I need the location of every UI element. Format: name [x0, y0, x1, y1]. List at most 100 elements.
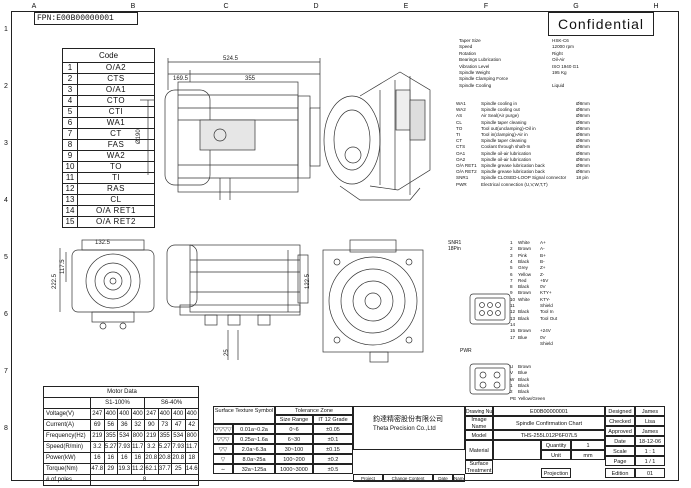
designed: James: [635, 406, 665, 416]
motor-value: 8: [90, 474, 199, 486]
texture-symbol: ∼: [213, 464, 233, 474]
port-code: SNR1: [456, 175, 469, 181]
date: 18-12-06: [635, 436, 665, 446]
zone-col-F: F: [483, 3, 489, 10]
tolerance: ±0.2: [313, 454, 353, 464]
dim-front-half: 117.5: [60, 259, 66, 274]
tolerance: ±0.1: [313, 434, 353, 444]
pwr-pin-color: Black: [518, 376, 530, 382]
port-desc: Tool in(clamping)-Air in: [481, 132, 528, 137]
drawing-number: E00B00000001: [493, 406, 605, 416]
pwr-connector-diagram: [469, 363, 511, 395]
spec-key: Spindle Clamping Force: [459, 76, 509, 82]
scale: 1 : 1: [635, 446, 665, 456]
motor-value: 219: [90, 430, 105, 442]
pwr-pin-number: V: [510, 370, 514, 376]
zone-row-2: 2: [4, 83, 8, 90]
port-code: WA2: [456, 107, 466, 113]
motor-value: 219: [144, 430, 159, 442]
motor-value: 47: [171, 419, 186, 431]
motor-value: 400: [157, 408, 172, 420]
port-code: OA2: [456, 156, 466, 162]
snr-pin-signal: KTY+: [540, 290, 552, 296]
motor-value: 800: [184, 430, 199, 442]
zone-row-1: 1: [4, 26, 8, 33]
surface-treatment-label: Surface Treatment: [465, 460, 493, 474]
port-size: Ø8mm: [576, 125, 590, 131]
snr-pin-color: Black: [518, 315, 530, 321]
unit: mm: [571, 450, 605, 460]
zone-row-8: 8: [4, 425, 8, 432]
motor-value: 5.27: [103, 441, 118, 453]
zone-row-4: 4: [4, 197, 8, 204]
dim-side-height: 122.5: [305, 273, 311, 289]
snr-pin-number: 14: [510, 321, 516, 327]
port-code: AS: [456, 113, 463, 119]
image-name: Spindle Confirmation Chart: [493, 416, 605, 430]
snr-pin-number: 10: [510, 296, 516, 302]
snr-pin-signal: +24V: [540, 328, 551, 334]
texture-ra: 32a~125a: [233, 464, 275, 474]
snr-pin-color: Blue: [518, 334, 528, 340]
motor-value: 247: [90, 408, 105, 420]
snr-pin-signal: A+: [540, 240, 546, 245]
code-value: O/A RET2: [77, 216, 155, 228]
snr-pin-number: 9: [510, 290, 513, 296]
port-code: O/A RET1: [456, 163, 477, 168]
motor-value: 69: [90, 419, 105, 431]
drawing-number-label: Drawing Number: [465, 406, 493, 416]
motor-value: 3.2: [144, 441, 159, 453]
material: [493, 440, 541, 460]
port-code: PWR: [456, 181, 467, 187]
snr-pin-signal: A-: [540, 246, 545, 252]
motor-value: 355: [103, 430, 118, 442]
pwr-pin-color: Black: [518, 382, 530, 388]
motor-value: 90: [144, 419, 159, 431]
motor-value: 32: [130, 419, 145, 431]
snr-pin-signal: Tool Out: [540, 315, 558, 321]
snr-pin-color: Brown: [518, 246, 532, 252]
port-code: CL: [456, 119, 462, 125]
size-range: 0~6: [275, 424, 313, 434]
motor-value: 400: [130, 408, 145, 420]
port-desc: Air Seal(Air purge): [481, 113, 519, 119]
confidential-stamp: Confidential: [548, 12, 654, 36]
snr-pin-number: 5: [510, 265, 513, 271]
port-code: TI: [456, 132, 461, 137]
spec-value: 12000 rpm: [552, 44, 574, 50]
motor-value: 14.6: [184, 463, 199, 475]
port-size: Ø8mm: [576, 144, 590, 150]
snr-pin-color: Yellow: [518, 271, 532, 277]
snr-pin-number: 6: [510, 271, 513, 277]
spec-key: Vibration Level: [459, 63, 490, 69]
pwr-pin-number: 2: [510, 389, 513, 395]
snr-pin-signal: Tool In: [540, 309, 554, 315]
motor-row-label: Voltage(V): [43, 408, 91, 420]
motor-value: 29: [103, 463, 118, 475]
port-size: Ø8mm: [576, 169, 590, 175]
footer-change-content: Change Content: [383, 474, 433, 482]
unit-label: Unit: [541, 450, 571, 460]
zone-col-H: H: [653, 3, 659, 10]
spec-value: Oil-Air: [552, 57, 565, 63]
motor-value: 25: [171, 463, 186, 475]
snr-pin-number: 13: [510, 315, 516, 321]
motor-value: 247: [144, 408, 159, 420]
texture-symbol: ▽▽▽▽: [213, 424, 233, 434]
quantity: 1: [571, 440, 605, 450]
pwr-pin-color: Blue: [518, 370, 528, 376]
projection-label: Projection: [541, 468, 571, 478]
model-label: Model: [465, 430, 493, 440]
motor-value: 47.8: [90, 463, 105, 475]
checked: Lisa: [635, 416, 665, 426]
snr-pin-color: Black: [518, 258, 530, 264]
motor-value: 16: [130, 452, 145, 464]
